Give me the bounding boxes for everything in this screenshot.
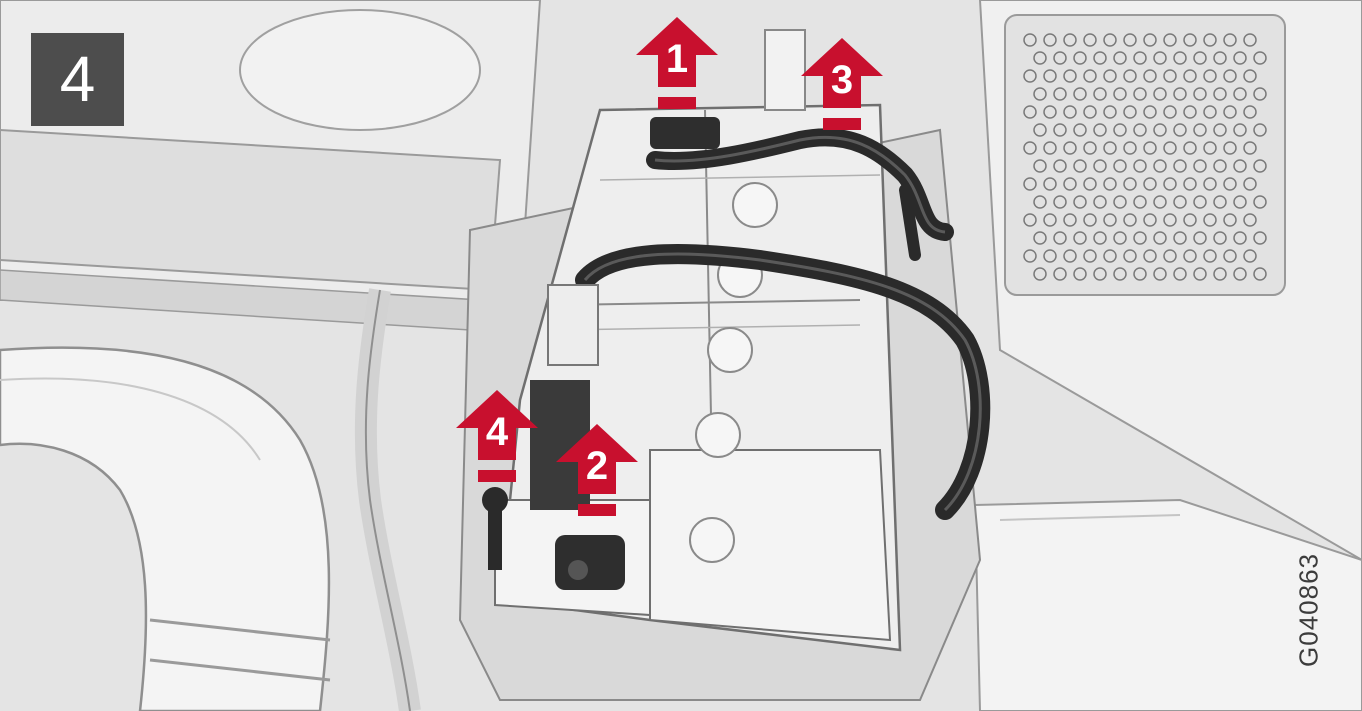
minus-sign-icon <box>658 97 696 109</box>
callout-number: 3 <box>797 58 887 102</box>
figure-code: G040863 <box>1294 553 1325 667</box>
figure-code-label: G040863 <box>1284 540 1334 680</box>
callout-number: 4 <box>452 410 542 454</box>
callout-number: 2 <box>552 444 642 488</box>
callout-1: 1 <box>632 15 722 125</box>
callout-4: 4 <box>452 388 542 498</box>
callout-3: 3 <box>797 36 887 146</box>
callout-2: 2 <box>552 422 642 532</box>
callout-number: 1 <box>632 37 722 81</box>
minus-sign-icon <box>478 470 516 482</box>
minus-sign-icon <box>823 118 861 130</box>
minus-sign-icon <box>578 504 616 516</box>
step-number-badge: 4 <box>31 33 124 126</box>
